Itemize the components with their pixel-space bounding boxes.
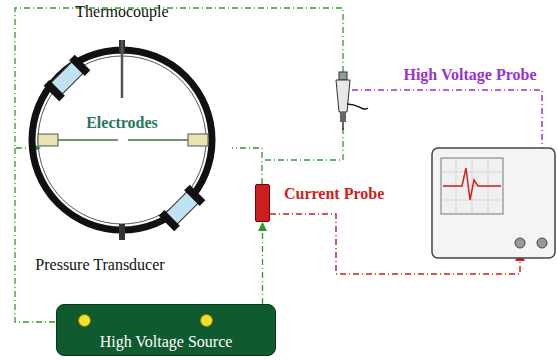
oscilloscope [432, 148, 555, 258]
thermocouple-rod [121, 40, 124, 98]
window [159, 185, 206, 232]
part-name: High Voltage Probe [403, 66, 536, 84]
probe-name: Current Probe [284, 185, 384, 203]
part-name: Electrodes [86, 114, 158, 132]
current-probe: Current Probe [255, 184, 270, 222]
terminal [78, 314, 91, 327]
terminal [200, 314, 213, 327]
voltage-probe [336, 72, 368, 130]
circuit-wire [15, 8, 343, 322]
part-name: Pressure Transducer [35, 256, 164, 274]
voltage-source-box: High Voltage Source [56, 304, 276, 356]
pressure-port [119, 224, 125, 240]
part-name: Thermocouple [75, 3, 168, 21]
window [44, 55, 91, 102]
electrode-holder [38, 134, 58, 146]
electrode-holder [188, 134, 208, 146]
source-name: High Voltage Source [57, 333, 275, 351]
circuit-wire [262, 223, 263, 304]
